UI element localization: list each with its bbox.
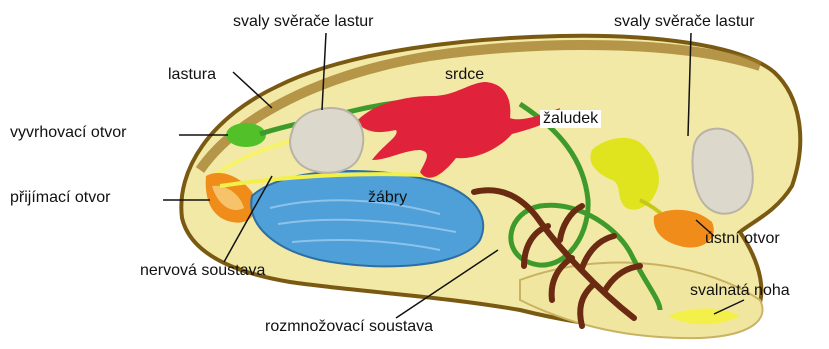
label-heart: srdce [445,66,484,84]
label-mouth: ústní otvor [705,230,780,248]
label-foot: svalnatá noha [690,282,790,300]
label-incurrent: přijímací otvor [10,189,110,207]
label-nervous: nervová soustava [140,262,265,280]
label-stomach: žaludek [540,110,601,128]
label-excurrent: vyvrhovací otvor [10,124,126,142]
excurrent-siphon [226,123,266,147]
label-muscles-left: svaly svěrače lastur [233,13,374,31]
label-shell: lastura [168,66,216,84]
label-gills: žábry [368,189,407,207]
muscle-left [290,108,363,173]
label-reproductive: rozmnožovací soustava [265,318,433,336]
label-muscles-right: svaly svěrače lastur [614,13,755,31]
